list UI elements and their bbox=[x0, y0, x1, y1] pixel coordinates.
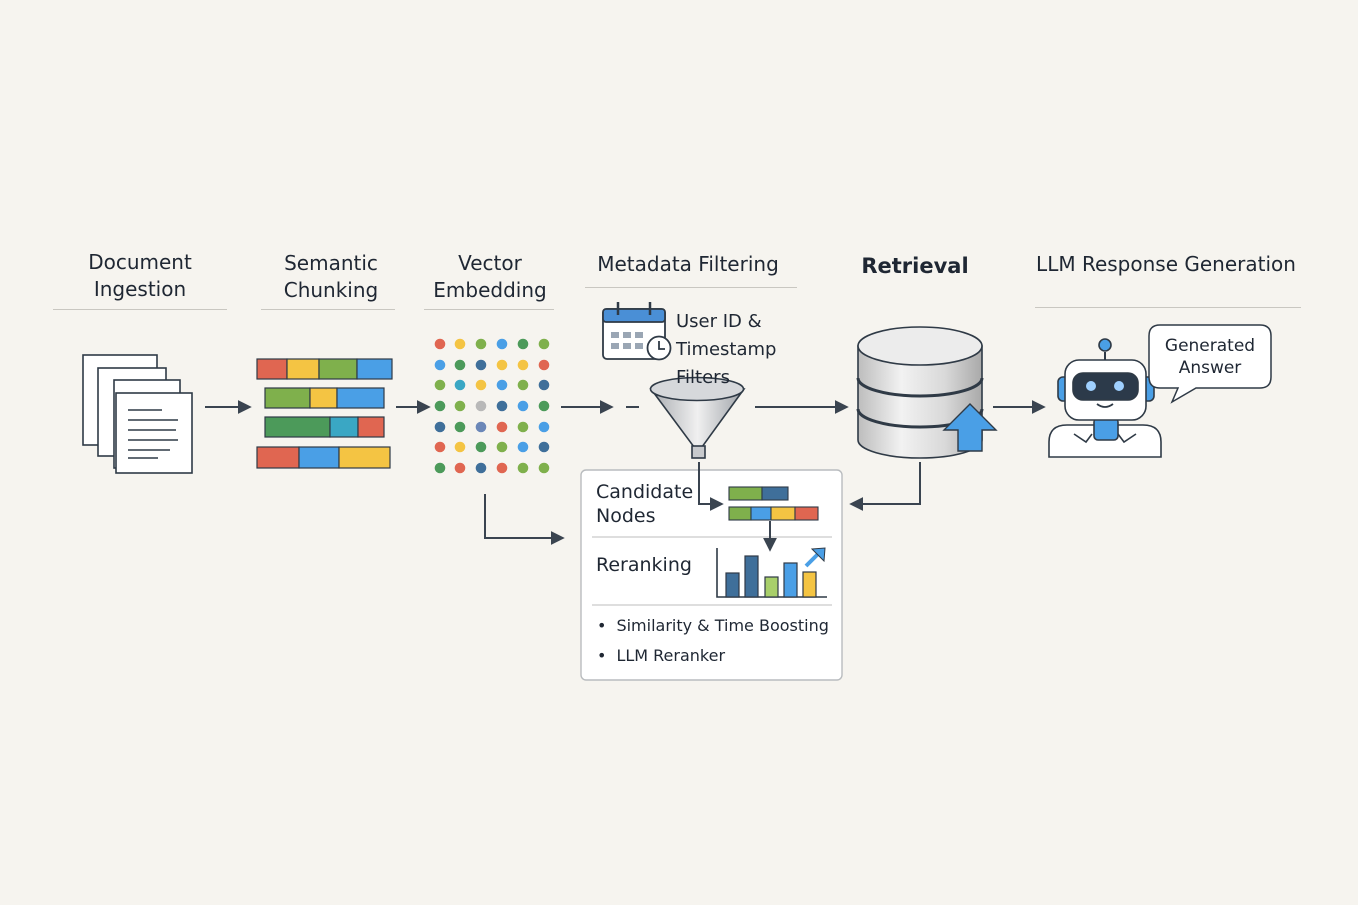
embedding-dot-grid bbox=[434, 338, 550, 474]
chunk-bars bbox=[256, 358, 393, 469]
candidate-segment bbox=[728, 506, 752, 521]
chunk-segment bbox=[338, 446, 391, 469]
chunk-segment bbox=[336, 387, 385, 409]
clock-icon bbox=[646, 335, 672, 361]
stage-title-filtering: Metadata Filtering bbox=[597, 252, 779, 276]
chunk-segment bbox=[329, 416, 359, 438]
stage-title-embedding: Vector Embedding bbox=[433, 251, 547, 302]
candidate-nodes-label: Candidate Nodes bbox=[596, 481, 694, 527]
rerank-bullet: LLM Reranker bbox=[597, 646, 725, 665]
candidate-node-bars bbox=[728, 486, 819, 521]
arrow-retrieval-to-rerank bbox=[849, 462, 921, 511]
chunk-segment bbox=[298, 446, 340, 469]
title-underline bbox=[424, 309, 554, 310]
generated-answer-text: Generated Answer bbox=[1164, 336, 1256, 378]
candidate-segment bbox=[728, 486, 763, 501]
stage-title-generation: LLM Response Generation bbox=[1036, 252, 1296, 276]
candidate-segment bbox=[761, 486, 789, 501]
chunk-segment bbox=[309, 387, 338, 409]
chunk-segment bbox=[286, 358, 320, 380]
chunk-segment bbox=[318, 358, 358, 380]
database-icon bbox=[856, 326, 984, 459]
upload-arrow-icon bbox=[942, 403, 998, 452]
bar-chart-icon bbox=[716, 547, 827, 598]
chunk-segment bbox=[264, 416, 331, 438]
title-underline bbox=[261, 309, 395, 310]
title-underline bbox=[585, 287, 797, 288]
chunk-segment bbox=[256, 446, 300, 469]
arrow-funnel-to-candidates bbox=[698, 462, 724, 511]
stage-title-chunking: Semantic Chunking bbox=[283, 251, 379, 302]
title-underline bbox=[53, 309, 227, 310]
filter-label: User ID & Timestamp Filters bbox=[676, 311, 777, 388]
chunk-segment bbox=[264, 387, 311, 409]
flow-arrows bbox=[205, 400, 1046, 552]
candidate-segment bbox=[770, 506, 796, 521]
chunk-segment bbox=[357, 416, 385, 438]
candidate-segment bbox=[750, 506, 772, 521]
chunk-segment bbox=[256, 358, 288, 380]
candidate-segment bbox=[794, 506, 819, 521]
arrow-embedding-to-rerank bbox=[484, 494, 565, 545]
answer-bubble bbox=[1148, 324, 1272, 404]
stage-title-ingestion: Document Ingestion bbox=[88, 250, 192, 301]
rerank-bullet: Similarity & Time Boosting bbox=[597, 616, 828, 635]
documents-icon bbox=[82, 354, 193, 474]
title-underline bbox=[1035, 307, 1301, 308]
stage-title-retrieval: Retrieval bbox=[861, 254, 969, 278]
chunk-segment bbox=[356, 358, 393, 380]
reranking-label: Reranking bbox=[596, 554, 692, 576]
robot-icon bbox=[1048, 338, 1162, 458]
funnel-icon bbox=[649, 376, 746, 459]
